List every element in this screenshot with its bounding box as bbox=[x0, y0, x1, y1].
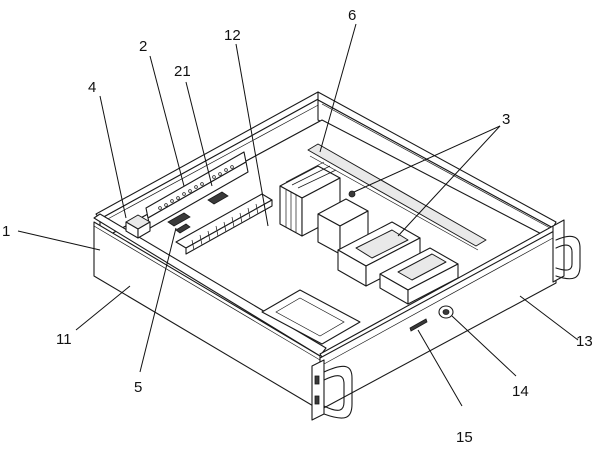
breaker-dividers bbox=[285, 161, 337, 233]
label-21: 21 bbox=[174, 63, 191, 80]
label-13: 13 bbox=[576, 333, 593, 350]
label-5: 5 bbox=[134, 379, 142, 396]
floor-cutout bbox=[261, 289, 361, 345]
connector-pair bbox=[167, 191, 229, 234]
label-6: 6 bbox=[348, 7, 356, 24]
leader-3a bbox=[353, 125, 501, 193]
leader-2 bbox=[149, 55, 185, 187]
leader-5 bbox=[139, 227, 177, 373]
leader-15 bbox=[417, 329, 463, 407]
label-1: 1 bbox=[2, 223, 10, 240]
power-module-right bbox=[379, 247, 459, 305]
label-4: 4 bbox=[88, 79, 96, 96]
leader-3b bbox=[397, 125, 501, 237]
leader-6 bbox=[319, 23, 357, 153]
rear-rail bbox=[307, 143, 487, 251]
indicator-slot bbox=[409, 318, 428, 332]
leader-lines bbox=[17, 23, 579, 407]
label-14: 14 bbox=[512, 383, 529, 400]
floor-terminal-strip bbox=[175, 193, 273, 255]
left-rack-ear bbox=[311, 359, 325, 421]
label-15: 15 bbox=[456, 429, 473, 446]
label-2: 2 bbox=[139, 38, 147, 55]
reference-labels: 1 2 21 4 12 6 3 11 5 13 14 15 bbox=[2, 7, 593, 446]
right-handle bbox=[555, 235, 581, 280]
leader-12 bbox=[235, 43, 269, 227]
left-handle bbox=[323, 365, 353, 419]
label-11: 11 bbox=[56, 331, 72, 348]
strip-segments bbox=[191, 203, 259, 251]
leader-13 bbox=[519, 295, 579, 341]
leader-11 bbox=[75, 285, 131, 331]
panel-lock bbox=[438, 305, 454, 319]
label-12: 12 bbox=[224, 27, 241, 44]
terminal-holes bbox=[158, 165, 234, 210]
label-3: 3 bbox=[502, 111, 510, 128]
terminal-board bbox=[145, 151, 249, 229]
din-breaker-block bbox=[279, 161, 369, 255]
right-rack-ear bbox=[552, 219, 565, 283]
leader-14 bbox=[451, 315, 517, 377]
leader-21 bbox=[185, 81, 213, 187]
leader-1 bbox=[17, 230, 101, 251]
corner-device bbox=[125, 214, 151, 239]
leader-4 bbox=[99, 95, 127, 219]
left-side-wall bbox=[93, 213, 327, 411]
